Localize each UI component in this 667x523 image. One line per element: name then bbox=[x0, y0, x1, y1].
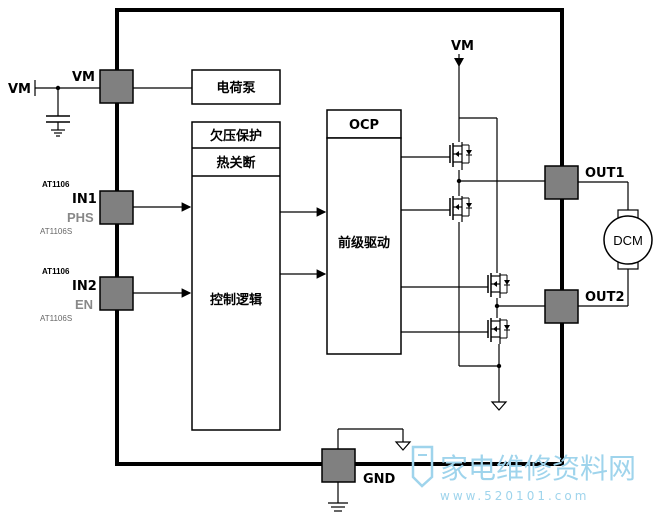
out2-pin bbox=[544, 289, 579, 324]
mosfet-right-low bbox=[401, 318, 510, 344]
en-part-label: AT1106S bbox=[40, 314, 72, 323]
vm-pin bbox=[99, 69, 134, 104]
in2-pin bbox=[99, 276, 134, 311]
in1-pin bbox=[99, 190, 134, 225]
motor-label: DCM bbox=[613, 233, 643, 248]
ocp-block bbox=[326, 109, 402, 139]
vm-pin-label: VM bbox=[72, 70, 95, 85]
phs-label: PHS bbox=[67, 210, 94, 225]
ocp-label: OCP bbox=[349, 118, 379, 133]
bridge-ground-symbol bbox=[490, 401, 508, 411]
phs-part-label: AT1106S bbox=[40, 227, 72, 236]
in2-part-label: AT1106 bbox=[42, 267, 70, 276]
out2-label: OUT2 bbox=[585, 290, 625, 305]
in1-label: IN1 bbox=[72, 192, 97, 207]
out1-label: OUT1 bbox=[585, 166, 625, 181]
watermark-logo bbox=[411, 445, 434, 488]
uvlo-label: 欠压保护 bbox=[210, 128, 262, 144]
internal-ground-symbol bbox=[394, 441, 412, 451]
mosfet-left-high bbox=[401, 142, 472, 170]
gnd-label: GND bbox=[363, 472, 396, 487]
out1-pin bbox=[544, 165, 579, 200]
charge-pump-label: 电荷泵 bbox=[216, 80, 255, 96]
vm-top-label: VM bbox=[451, 39, 474, 54]
watermark-text: 家电维修资料网 bbox=[440, 452, 636, 485]
thermal-label: 热关断 bbox=[216, 155, 255, 171]
predriver-label: 前级驱动 bbox=[338, 235, 390, 251]
dc-motor bbox=[603, 209, 653, 270]
mosfet-right-high bbox=[401, 273, 510, 298]
charge-pump-block bbox=[191, 69, 281, 105]
en-label: EN bbox=[75, 297, 93, 312]
in1-part-label: AT1106 bbox=[42, 180, 70, 189]
control-logic-label: 控制逻辑 bbox=[210, 292, 262, 308]
vm-left-label: VM bbox=[8, 82, 31, 97]
gnd-pin bbox=[321, 448, 356, 483]
predriver-block bbox=[326, 137, 402, 355]
vm-supply-left bbox=[34, 80, 100, 137]
mosfet-left-low bbox=[401, 196, 472, 222]
in2-label: IN2 bbox=[72, 279, 97, 294]
control-logic-block bbox=[191, 121, 281, 431]
watermark-url: www.520101.com bbox=[440, 489, 589, 503]
